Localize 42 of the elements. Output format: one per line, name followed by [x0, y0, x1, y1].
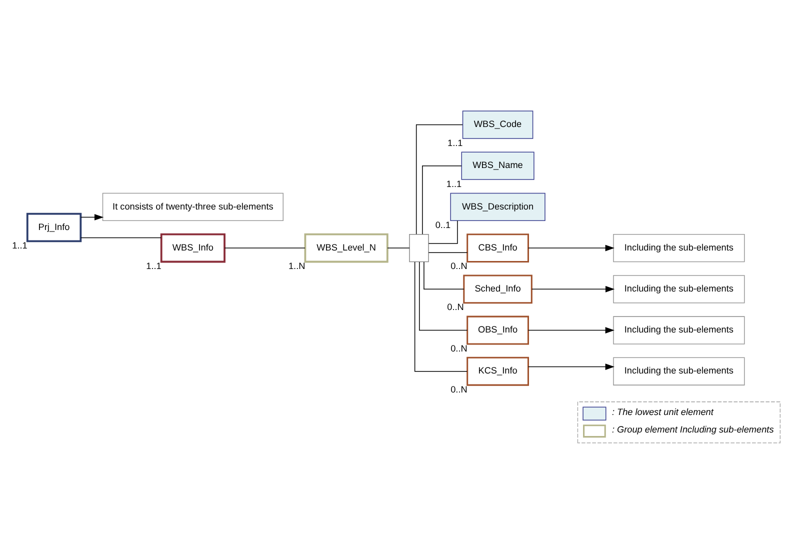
connector: [419, 261, 468, 330]
node-box: Including the sub-elements: [613, 233, 745, 262]
legend-label: : The lowest unit element: [612, 406, 714, 417]
node-box: Including the sub-elements: [613, 274, 745, 303]
connector: [424, 261, 464, 290]
node-box: Prj_Info: [26, 212, 82, 242]
node-label: 0..N: [450, 384, 468, 394]
connector: [80, 236, 162, 238]
node-label: 1..1: [12, 240, 28, 250]
legend-label: : Group element Including sub-elements: [612, 424, 774, 434]
node-label: 0..N: [450, 342, 468, 353]
node-label: 1..1: [146, 260, 162, 271]
arrow: [80, 214, 104, 220]
node-box: WBS_Code: [462, 110, 534, 138]
connector: [387, 247, 410, 248]
node-label: 1..1: [446, 178, 462, 188]
connector: [422, 164, 462, 234]
node-label: 0..N: [450, 260, 468, 271]
connector: [414, 261, 468, 372]
arrow: [531, 285, 615, 292]
node-box: CBS_Info: [466, 233, 529, 262]
connector: [416, 124, 463, 234]
connector: [428, 220, 458, 244]
node-box: WBS_Description: [450, 192, 546, 221]
arrow: [528, 326, 614, 333]
arrow: [528, 244, 614, 251]
node-box: Including the sub-elements: [613, 316, 745, 344]
node-box: It consists of twenty-three sub-elements: [102, 192, 284, 221]
node-box: OBS_Info: [466, 315, 529, 344]
arrow: [528, 363, 614, 370]
node-label: 1..1: [448, 137, 463, 148]
connector: [224, 247, 306, 248]
node-box: Sched_Info: [463, 274, 532, 304]
node-box: WBS_Name: [461, 151, 534, 180]
node-box: Including the sub-elements: [613, 356, 745, 385]
node-label: 1..N: [288, 260, 306, 271]
node-box: [409, 233, 429, 262]
node-box: KCS_Info: [466, 356, 529, 386]
node-label: 0..1: [435, 219, 451, 230]
node-box: WBS_Level_N: [304, 232, 388, 262]
node-label: 0..N: [447, 302, 464, 312]
node-box: WBS_Info: [160, 232, 226, 262]
